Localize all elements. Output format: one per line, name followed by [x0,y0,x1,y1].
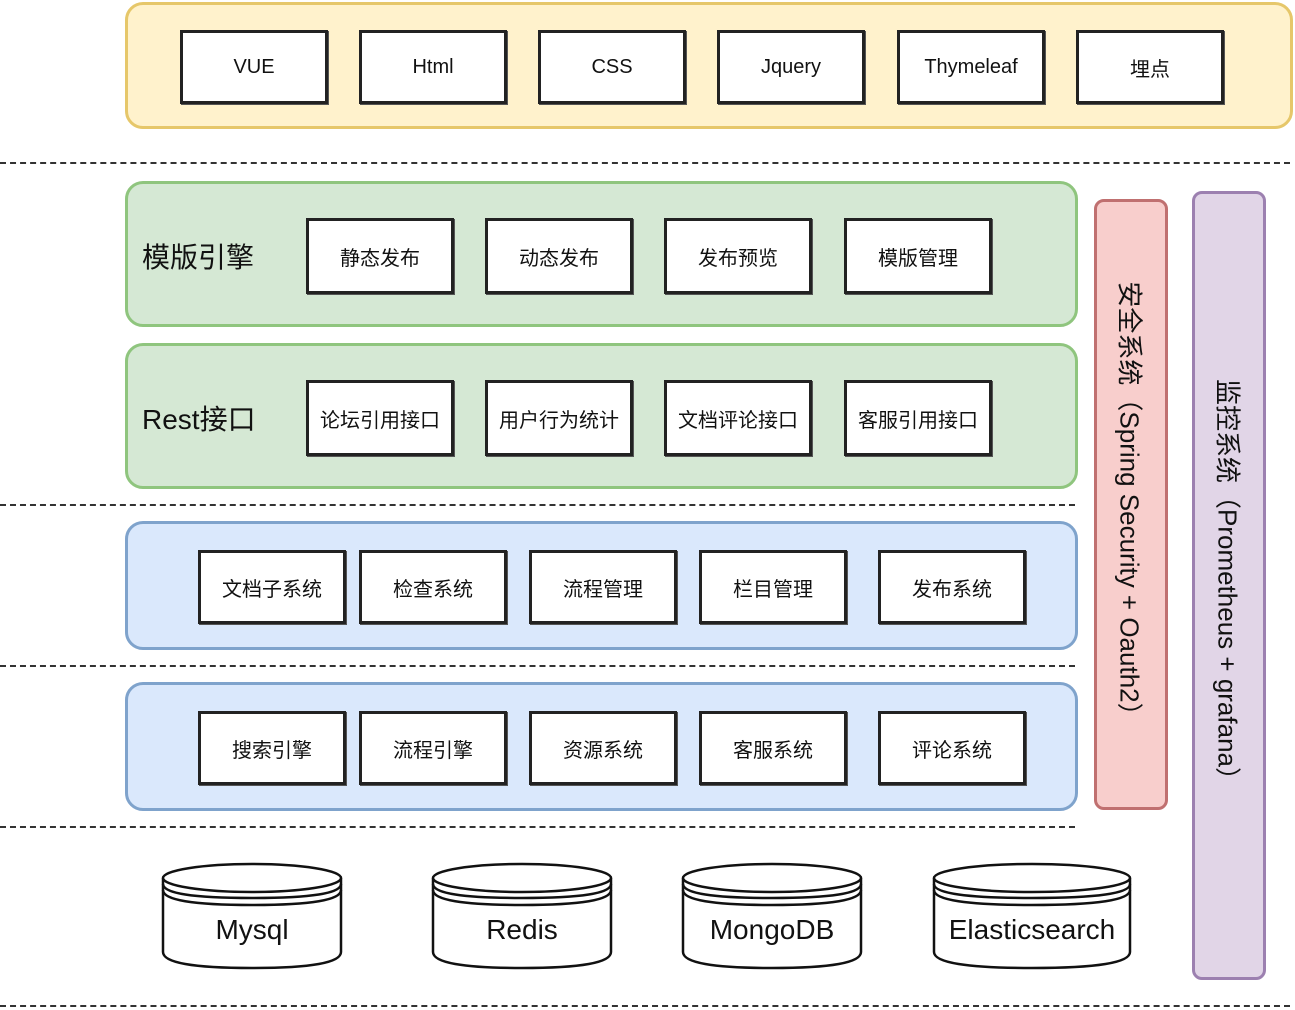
business-item-publish-system[interactable]: 发布系统 [878,550,1026,624]
business-item-workflow-management[interactable]: 流程管理 [529,550,677,624]
rest-item-customer-service-api[interactable]: 客服引用接口 [844,380,992,456]
database-label: Elasticsearch [948,914,1116,945]
rest-item-doc-comment-api[interactable]: 文档评论接口 [664,380,812,456]
security-system-bar[interactable]: 安全系统（Spring Security + Oauth2） [1094,199,1168,810]
database-mongodb[interactable]: MongoDB [680,860,864,972]
layer-divider [0,162,1290,164]
security-system-label: 安全系统（Spring Security + Oauth2） [1114,280,1145,729]
business-item-column-management[interactable]: 栏目管理 [699,550,847,624]
frontend-item-vue[interactable]: VUE [180,30,328,104]
database-cylinder-icon [161,862,343,970]
core-item-workflow-engine[interactable]: 流程引擎 [359,711,507,785]
layer-divider [0,504,1075,506]
template-engine-layer: 模版引擎 静态发布 动态发布 发布预览 模版管理 [125,181,1078,327]
monitoring-system-bar[interactable]: 监控系统（Prometheus + grafana） [1192,191,1266,980]
core-item-comment-system[interactable]: 评论系统 [878,711,1026,785]
database-redis[interactable]: Redis [430,860,614,972]
database-mysql[interactable]: Mysql [160,860,344,972]
core-item-search-engine[interactable]: 搜索引擎 [198,711,346,785]
template-item-template-management[interactable]: 模版管理 [844,218,992,294]
business-layer: 文档子系统 检查系统 流程管理 栏目管理 发布系统 [125,521,1078,650]
database-label: Redis [486,914,558,945]
monitoring-system-label: 监控系统（Prometheus + grafana） [1212,378,1243,793]
template-item-publish-preview[interactable]: 发布预览 [664,218,812,294]
layer-divider [0,1005,1290,1007]
frontend-item-tracking[interactable]: 埋点 [1076,30,1224,104]
database-label: MongoDB [709,914,835,945]
rest-interface-title: Rest接口 [142,404,256,435]
rest-interface-layer: Rest接口 论坛引用接口 用户行为统计 文档评论接口 客服引用接口 [125,343,1078,489]
business-item-inspection-system[interactable]: 检查系统 [359,550,507,624]
frontend-item-css[interactable]: CSS [538,30,686,104]
core-item-resource-system[interactable]: 资源系统 [529,711,677,785]
core-item-customer-service-system[interactable]: 客服系统 [699,711,847,785]
layer-divider [0,826,1075,828]
template-engine-title: 模版引擎 [142,242,255,273]
template-item-dynamic-publish[interactable]: 动态发布 [485,218,633,294]
template-item-static-publish[interactable]: 静态发布 [306,218,454,294]
frontend-item-html[interactable]: Html [359,30,507,104]
database-cylinder-icon [932,862,1132,970]
database-cylinder-icon [431,862,613,970]
core-layer: 搜索引擎 流程引擎 资源系统 客服系统 评论系统 [125,682,1078,811]
frontend-item-jquery[interactable]: Jquery [717,30,865,104]
frontend-item-thymeleaf[interactable]: Thymeleaf [897,30,1045,104]
business-item-document-subsystem[interactable]: 文档子系统 [198,550,346,624]
rest-item-forum-api[interactable]: 论坛引用接口 [306,380,454,456]
frontend-layer: VUE Html CSS Jquery Thymeleaf 埋点 [125,2,1293,129]
layer-divider [0,665,1075,667]
rest-item-user-behavior-stats[interactable]: 用户行为统计 [485,380,633,456]
database-elasticsearch[interactable]: Elasticsearch [931,860,1133,972]
database-label: Mysql [215,914,289,945]
database-cylinder-icon [681,862,863,970]
